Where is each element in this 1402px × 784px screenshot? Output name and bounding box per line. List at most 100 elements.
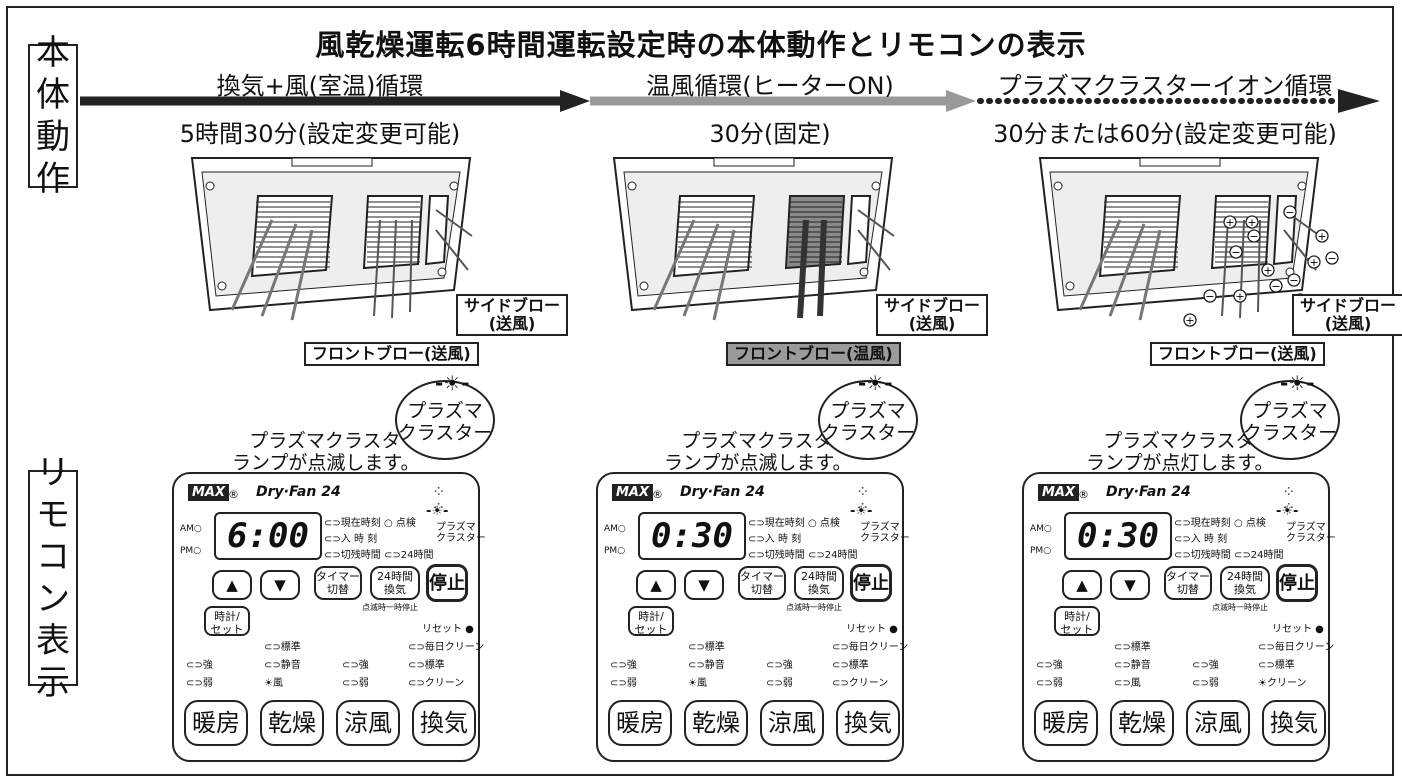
cool-strong-indicator: ⊂⊃強 [766, 660, 793, 671]
model-name: Dry·Fan 24 [256, 484, 341, 500]
stage3-duration: 30分または60分(設定変更可能) [993, 120, 1337, 148]
vent-standard-indicator: ⊂⊃標準 [408, 660, 445, 671]
vent-button[interactable]: 換気 [836, 700, 900, 746]
heat-weak-indicator: ⊂⊃弱 [186, 678, 213, 689]
remote-control: MAX ® Dry·Fan 24 ⁘⁘ -☀- プラズマクラスター AM○ PM… [1022, 472, 1336, 762]
dry-quiet-indicator: ⊂⊃静音 [1114, 660, 1151, 671]
unit-label-char: 体 [36, 75, 70, 115]
stage2-name: 温風循環(ヒーターON) [646, 72, 894, 100]
mode-daily-clean-indicator: ⊂⊃毎日クリーン [832, 642, 909, 653]
stage3-arrow-head [1338, 89, 1380, 113]
ion-icon [1283, 205, 1297, 219]
heat-weak-indicator: ⊂⊃弱 [1036, 678, 1063, 689]
dry-wind-indicator: ⊂⊃風 [1114, 678, 1141, 689]
ion-grape-icon: ⁘⁘ [856, 482, 870, 517]
24h-indicator: ⊂⊃24時間 [384, 550, 434, 561]
remote-label-char: 表 [36, 621, 70, 661]
ion-icon [1261, 263, 1275, 277]
reset-button[interactable]: リセット ● [1272, 624, 1324, 635]
24h-indicator: ⊂⊃24時間 [808, 550, 858, 561]
clock-set-button[interactable]: 時計/セット [628, 606, 674, 636]
ion-sign: − [1249, 230, 1258, 243]
ion-icon [1325, 251, 1339, 265]
ion-sign: − [1205, 290, 1214, 303]
cool-weak-indicator: ⊂⊃弱 [766, 678, 793, 689]
ion-sign: + [1247, 216, 1256, 229]
cool-weak-indicator: ⊂⊃弱 [1192, 678, 1219, 689]
down-button[interactable]: ▼ [684, 570, 724, 600]
ion-sign: + [1317, 230, 1326, 243]
stage3-name: プラズマクラスターイオン循環 [997, 72, 1333, 100]
ion-sign: + [1225, 216, 1234, 229]
am-indicator: AM○ [604, 524, 626, 534]
24h-vent-button[interactable]: 24時間換気 [370, 566, 420, 600]
ion-icon [1269, 279, 1283, 293]
ion-icon [1233, 289, 1247, 303]
ion-sign: + [1263, 264, 1272, 277]
plasma-cluster-label: プラズマクラスター [436, 522, 486, 544]
vent-button[interactable]: 換気 [1262, 700, 1326, 746]
heat-button[interactable]: 暖房 [184, 700, 248, 746]
ion-icon [1229, 245, 1243, 259]
registered-mark: ® [652, 488, 663, 501]
cool-button[interactable]: 涼風 [760, 700, 824, 746]
vent-button[interactable]: 換気 [412, 700, 476, 746]
up-button[interactable]: ▲ [636, 570, 676, 600]
plasma-cluster-label: プラズマクラスター [860, 522, 910, 544]
on-time-indicator: ⊂⊃入 時 刻 [748, 534, 802, 545]
ion-icon [1245, 215, 1259, 229]
down-button[interactable]: ▼ [1110, 570, 1150, 600]
up-button[interactable]: ▲ [212, 570, 252, 600]
mode-standard-indicator: ⊂⊃標準 [264, 642, 301, 653]
mode-standard-indicator: ⊂⊃標準 [1114, 642, 1151, 653]
timer-switch-button[interactable]: タイマー切替 [314, 566, 362, 600]
clock-set-button[interactable]: 時計/セット [1054, 606, 1100, 636]
mode-daily-clean-indicator: ⊂⊃毎日クリーン [1258, 642, 1335, 653]
plasma-lamp-icon: -☀- [1276, 504, 1299, 519]
plasma-bubble: -☀-プラズマクラスター [818, 372, 918, 460]
remote-label-char: リ [36, 453, 70, 493]
heat-button[interactable]: 暖房 [608, 700, 672, 746]
blink-lamp-icon: -☀- [858, 371, 893, 395]
reset-button[interactable]: リセット ● [846, 624, 898, 635]
unit-label-char: 動 [36, 117, 70, 157]
ion-icon [1315, 229, 1329, 243]
stop-button[interactable]: 停止 [850, 564, 892, 602]
lamp-note: プラズマクラスターランプが点滅します。 [232, 430, 420, 474]
dry-wind-indicator: ☀風 [688, 678, 707, 689]
dry-button[interactable]: 乾燥 [260, 700, 324, 746]
timer-switch-button[interactable]: タイマー切替 [1164, 566, 1212, 600]
stop-button[interactable]: 停止 [1276, 564, 1318, 602]
side-blow-callout: サイドブロー (送風) [456, 294, 569, 336]
lcd-time-display: 6:00 [214, 512, 322, 560]
heat-button[interactable]: 暖房 [1034, 700, 1098, 746]
clock-set-button[interactable]: 時計/セット [204, 606, 250, 636]
reset-button[interactable]: リセット ● [422, 624, 474, 635]
cool-button[interactable]: 涼風 [336, 700, 400, 746]
up-button[interactable]: ▲ [1062, 570, 1102, 600]
timer-switch-button[interactable]: タイマー切替 [738, 566, 786, 600]
dry-button[interactable]: 乾燥 [1110, 700, 1174, 746]
24h-vent-button[interactable]: 24時間換気 [794, 566, 844, 600]
24h-vent-button[interactable]: 24時間換気 [1220, 566, 1270, 600]
remote-label-char: ン [36, 579, 70, 619]
diagram-frame [6, 6, 1394, 776]
cool-strong-indicator: ⊂⊃強 [1192, 660, 1219, 671]
dryer-unit-illustration: ++−++−−+−−++−−+ [1038, 157, 1339, 327]
ion-grape-icon: ⁘⁘ [432, 482, 446, 517]
dry-button[interactable]: 乾燥 [684, 700, 748, 746]
plasma-lamp-icon: -☀- [426, 504, 449, 519]
brand-logo: MAX [612, 484, 654, 501]
down-button[interactable]: ▼ [260, 570, 300, 600]
registered-mark: ® [1078, 488, 1089, 501]
remote-display-label: リ モ コ ン 表 示 [28, 453, 78, 703]
stage2-arrow-head [946, 90, 976, 112]
unit-label-char: 本 [36, 33, 70, 73]
front-blow-callout: フロントブロー(送風) [304, 342, 479, 366]
cool-button[interactable]: 涼風 [1186, 700, 1250, 746]
dry-quiet-indicator: ⊂⊃静音 [264, 660, 301, 671]
mode-standard-indicator: ⊂⊃標準 [688, 642, 725, 653]
lcd-time-display: 0:30 [1064, 512, 1172, 560]
stop-button[interactable]: 停止 [426, 564, 468, 602]
remaining-time-indicator: ⊂⊃切残時間 [1174, 550, 1231, 561]
